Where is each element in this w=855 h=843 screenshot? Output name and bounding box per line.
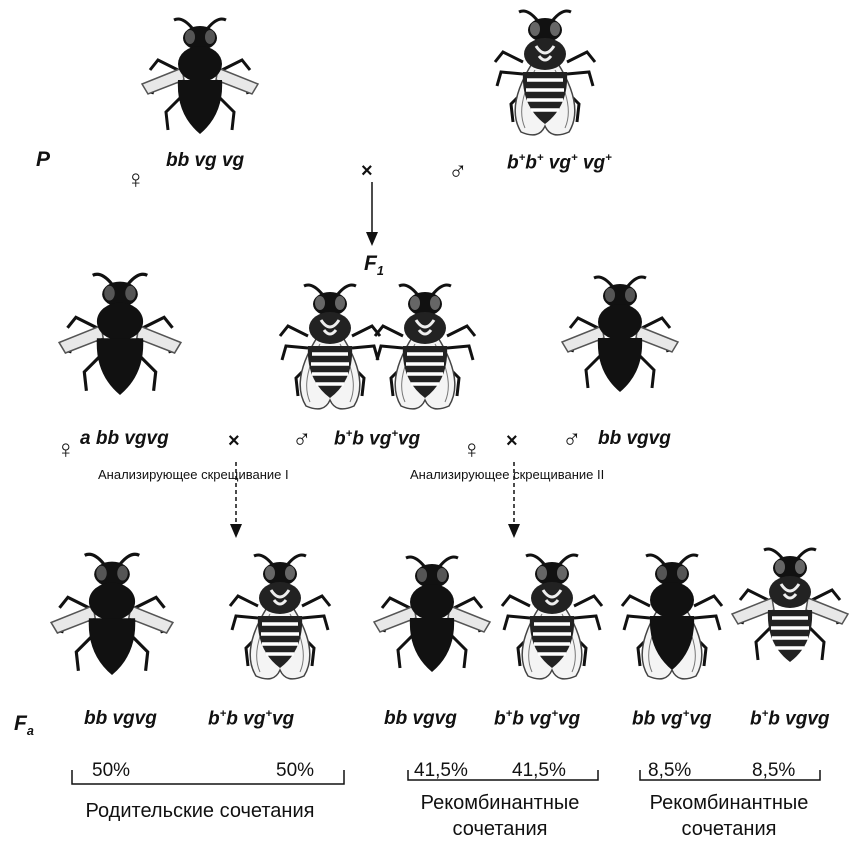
parent-female-genotype: bb vg vg bbox=[166, 150, 244, 172]
fly-parent-female bbox=[142, 19, 258, 134]
percent-5: 8,5% bbox=[648, 760, 691, 782]
male-symbol-parent: ♂ bbox=[448, 158, 468, 184]
female-symbol-cross2: ♀ bbox=[462, 436, 482, 462]
label-fa: Fa bbox=[14, 712, 34, 738]
fly-offspring-3 bbox=[374, 557, 490, 672]
fly-parent-male bbox=[495, 11, 595, 135]
cross-symbol-p: × bbox=[361, 160, 373, 183]
fly-offspring-2 bbox=[230, 555, 330, 679]
offspring-genotype-5: bb vg+vg bbox=[632, 708, 712, 730]
fly-cross2-female bbox=[375, 285, 475, 409]
female-symbol-parent: ♀ bbox=[126, 166, 146, 192]
cross-symbol-1: × bbox=[228, 430, 240, 453]
percent-2: 50% bbox=[276, 760, 314, 782]
caption-parental: Родительские сочетания bbox=[30, 798, 370, 824]
cross-symbol-2: × bbox=[506, 430, 518, 453]
cross2-title: Анализирующее скрещивание II bbox=[410, 467, 604, 482]
caption-recombinant-1-line2: сочетания bbox=[380, 816, 620, 842]
label-fa-letter: F bbox=[14, 712, 27, 735]
caption-recombinant-2-line1: Рекомбинантные bbox=[614, 790, 844, 816]
offspring-genotype-1: bb vgvg bbox=[84, 708, 157, 730]
fly-offspring-4 bbox=[502, 555, 602, 679]
fly-offspring-6 bbox=[732, 549, 848, 662]
label-f1-letter: F bbox=[364, 252, 377, 275]
cross1-female-genotype: a bb vgvg bbox=[80, 428, 169, 450]
cross1-male-genotype: b+b vg+vg bbox=[334, 428, 420, 450]
percent-1: 50% bbox=[92, 760, 130, 782]
parent-male-genotype: b+b+ vg+ vg+ bbox=[507, 152, 612, 174]
label-p: P bbox=[36, 148, 50, 172]
fly-cross1-female bbox=[59, 274, 181, 395]
male-symbol-cross2: ♂ bbox=[562, 426, 582, 452]
fly-cross2-male bbox=[562, 277, 678, 392]
offspring-genotype-3: bb vgvg bbox=[384, 708, 457, 730]
percent-6: 8,5% bbox=[752, 760, 795, 782]
label-f1: F1 bbox=[364, 252, 384, 278]
cross2-male-genotype: bb vgvg bbox=[598, 428, 671, 450]
caption-recombinant-1-line1: Рекомбинантные bbox=[380, 790, 620, 816]
cross1-title: Анализирующее скрещивание I bbox=[98, 467, 289, 482]
offspring-genotype-4: b+b vg+vg bbox=[494, 708, 580, 730]
percent-3: 41,5% bbox=[414, 760, 468, 782]
fly-offspring-1 bbox=[51, 554, 173, 675]
arrow-p-to-f1 bbox=[366, 182, 378, 246]
label-fa-sub: a bbox=[27, 724, 34, 738]
percent-4: 41,5% bbox=[512, 760, 566, 782]
female-symbol-cross1: ♀ bbox=[56, 436, 76, 462]
offspring-genotype-2: b+b vg+vg bbox=[208, 708, 294, 730]
male-symbol-cross1: ♂ bbox=[292, 426, 312, 452]
caption-recombinant-2-line2: сочетания bbox=[614, 816, 844, 842]
fly-offspring-5 bbox=[622, 555, 722, 679]
caption-recombinant-1: Рекомбинантные сочетания bbox=[380, 790, 620, 842]
fly-cross1-male bbox=[280, 285, 380, 409]
label-f1-sub: 1 bbox=[377, 264, 384, 278]
offspring-genotype-6: b+b vgvg bbox=[750, 708, 830, 730]
caption-recombinant-2: Рекомбинантные сочетания bbox=[614, 790, 844, 842]
